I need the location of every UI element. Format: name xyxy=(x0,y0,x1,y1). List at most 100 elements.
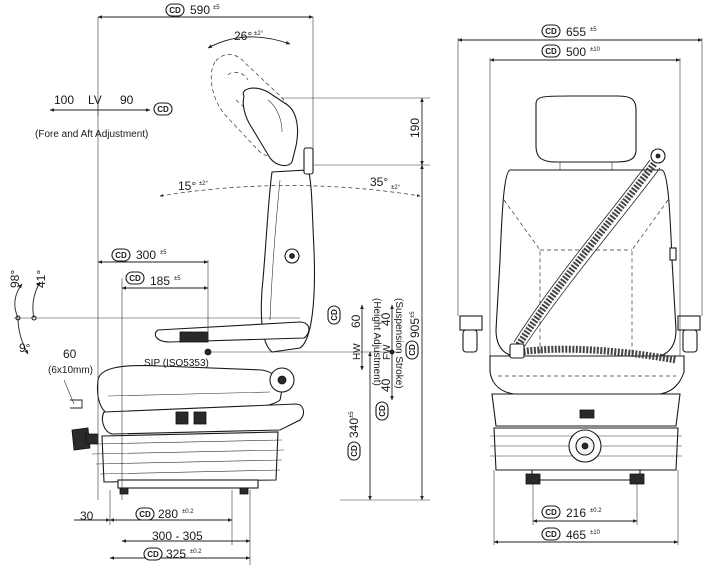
svg-text:CD: CD xyxy=(545,530,557,539)
front-foot-right xyxy=(629,473,645,485)
dim-500: 500 xyxy=(566,45,586,59)
side-view-labels: 590 ±5 26° ±2° 100 LV 90 (Fore and Aft A… xyxy=(8,3,422,561)
cd-badge-905: CD xyxy=(405,340,419,360)
cd-badge-300: CD xyxy=(111,248,131,262)
cd-badge-hw: CD xyxy=(327,305,341,325)
headrest-post xyxy=(303,147,314,175)
fore-aft-90: 90 xyxy=(120,93,134,107)
seat-belt-diagonal xyxy=(515,161,657,348)
side-view-dimensions xyxy=(14,15,430,565)
svg-text:CD: CD xyxy=(147,550,159,559)
dim-655: 655 xyxy=(566,25,586,39)
dim-905: 905 xyxy=(408,318,422,338)
dim-185-tol: ±5 xyxy=(174,276,181,282)
suspension-bellows xyxy=(91,439,285,475)
base-rail xyxy=(117,479,259,489)
cd-badge-655: CD xyxy=(541,24,561,38)
height-adjust-caption: (Height Adjustment) xyxy=(371,298,382,386)
cd-badge-500: CD xyxy=(541,44,561,58)
base-30: 30 xyxy=(80,509,94,523)
cd-badge-185: CD xyxy=(125,271,145,285)
fw-40-lower: 40 xyxy=(379,378,393,392)
dim-655-tol: ±5 xyxy=(590,27,597,33)
front-headrest xyxy=(535,95,637,163)
weight-adjust-knob xyxy=(71,427,91,451)
rail-foot-right xyxy=(239,487,249,495)
hw-label: HW xyxy=(352,343,363,360)
dim-590-tol: ±5 xyxy=(213,5,220,11)
cd-badge-fw: CD xyxy=(375,401,389,421)
recline-35-tol: ±2° xyxy=(391,185,401,191)
sip-label: SIP (ISO5353) xyxy=(144,358,209,369)
fore-aft-100: 100 xyxy=(54,93,74,107)
cd-badge-465: CD xyxy=(541,527,561,541)
cd-badge-280: CD xyxy=(135,507,155,521)
suspension-caption: (Suspension Stroke) xyxy=(393,298,404,389)
svg-text:CD: CD xyxy=(545,27,557,36)
cd-badge-325: CD xyxy=(143,547,163,561)
fore-aft-lv: LV xyxy=(88,93,102,107)
bracket-right-post xyxy=(682,329,698,353)
svg-text:CD: CD xyxy=(545,47,557,56)
bracket-left xyxy=(459,315,483,331)
cd-badge-590: CD xyxy=(165,3,185,17)
svg-text:CD: CD xyxy=(139,510,151,519)
angle-26: 26° xyxy=(234,29,252,43)
svg-text:CD: CD xyxy=(169,6,181,15)
svg-text:CD: CD xyxy=(115,251,127,260)
front-seat-cushion xyxy=(489,355,685,395)
angle-98: 98° xyxy=(8,270,22,288)
recline-15: 15° xyxy=(178,179,196,193)
slot-caption: (6x10mm) xyxy=(48,365,93,376)
belt-anchor-pin xyxy=(655,153,661,159)
slot-60: 60 xyxy=(63,347,77,361)
dim-500-tol: ±10 xyxy=(590,47,601,53)
dim-340: 340 xyxy=(347,418,361,438)
svg-text:CD: CD xyxy=(378,405,387,417)
dim-216: 216 xyxy=(566,506,586,520)
angle-41: 41° xyxy=(34,270,48,288)
dim-216-tol: ±0.2 xyxy=(590,508,602,514)
dim-590: 590 xyxy=(190,3,210,17)
fore-aft-caption: (Fore and Aft Adjustment) xyxy=(35,129,148,140)
svg-text:CD: CD xyxy=(330,309,339,321)
cd-badge-216: CD xyxy=(541,505,561,519)
dim-340-tol: ±5 xyxy=(349,411,355,418)
svg-text:CD: CD xyxy=(408,344,417,356)
belt-buckle xyxy=(509,343,525,359)
backrest-seam xyxy=(269,179,281,321)
height-knob-center xyxy=(277,375,287,385)
seat-belt-edges xyxy=(513,159,661,351)
dim-905-tol: ±5 xyxy=(410,311,416,318)
control-lever-b xyxy=(193,411,207,425)
headrest-contour xyxy=(267,99,283,133)
rail-foot-left xyxy=(119,487,129,495)
base-280-tol: ±0.2 xyxy=(182,509,194,515)
slot-detail xyxy=(70,399,83,409)
front-view-cd-badges: CD CD CD CD xyxy=(541,24,561,541)
dim-465: 465 xyxy=(566,528,586,542)
base-325: 325 xyxy=(166,547,186,561)
svg-text:CD: CD xyxy=(157,105,169,114)
fw-label: FW xyxy=(382,344,393,360)
armrest-pad xyxy=(179,331,209,343)
svg-text:CD: CD xyxy=(129,274,141,283)
dim-465-tol: ±10 xyxy=(590,530,601,536)
headrest xyxy=(242,87,299,167)
dim-190: 190 xyxy=(408,118,422,138)
hw-60: 60 xyxy=(349,314,363,328)
recline-15-tol: ±2° xyxy=(199,181,209,187)
dim-300-tol: ±5 xyxy=(160,250,167,256)
fw-40-upper: 40 xyxy=(379,312,393,326)
cd-badge-340: CD xyxy=(347,441,361,461)
dim-185: 185 xyxy=(150,274,170,288)
control-lever-a xyxy=(175,411,189,425)
front-lever xyxy=(579,409,595,419)
bracket-left-post xyxy=(462,329,478,353)
side-view-cd-badges: CD CD CD CD CD CD CD CD CD CD xyxy=(111,3,419,561)
front-view-dimensions xyxy=(457,38,703,545)
recline-35: 35° xyxy=(370,175,388,189)
seat-belt-lap xyxy=(519,345,677,364)
